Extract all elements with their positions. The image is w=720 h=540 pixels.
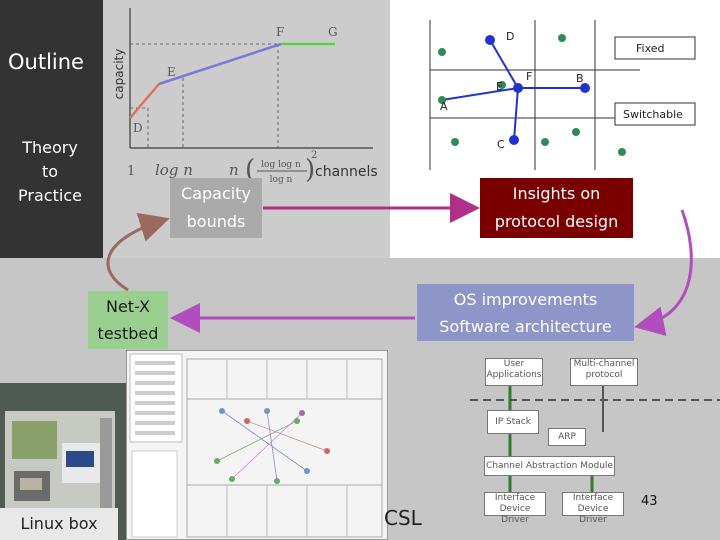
node-label-c: C <box>497 138 505 151</box>
legend-fixed-label: Fixed <box>636 42 665 55</box>
plot-formula-denominator: log n <box>270 175 293 185</box>
legend-switchable-label: Switchable <box>623 108 683 121</box>
csl-label: CSL <box>384 506 422 530</box>
node-label-e: E <box>496 80 503 93</box>
plot-point-g: G <box>328 25 338 39</box>
outline-subtitle: Theory to Practice <box>18 138 82 205</box>
fixed-node <box>558 34 566 42</box>
fixed-node <box>541 138 549 146</box>
outline-title: Outline <box>8 50 84 74</box>
plot-formula-exponent: 2 <box>311 150 317 161</box>
plot-tick-n: n <box>229 161 239 179</box>
plot-point-e: E <box>167 65 176 79</box>
fixed-node <box>572 128 580 136</box>
node-d <box>485 35 495 45</box>
fixed-node <box>438 48 446 56</box>
arch-user-applications: User Applications <box>485 358 543 386</box>
arch-arp: ARP <box>548 428 586 446</box>
plot-point-d: D <box>133 121 143 135</box>
plot-tick-one: 1 <box>127 164 135 179</box>
node-label-b: B <box>576 72 584 85</box>
node-f <box>513 83 523 93</box>
arrow-insights-to-os <box>634 209 693 336</box>
capacity-bounds-box: Capacity bounds <box>170 178 262 238</box>
node-label-f: F <box>526 70 532 83</box>
plot-formula-numerator: log log n <box>261 160 301 170</box>
plot-formula-rparen: ) <box>305 155 315 185</box>
arch-interface-driver-1: Interface Device Driver <box>484 492 546 525</box>
network-diagram: Fixed Switchable D E F B A C <box>429 20 696 170</box>
node-label-a: A <box>440 100 448 113</box>
os-improvements-box: OS improvements Software architecture <box>417 284 634 341</box>
node-a <box>438 96 446 104</box>
arrow-netx-to-capacity <box>106 212 170 292</box>
linux-box-label: Linux box <box>0 508 118 540</box>
curve-segment-blue <box>158 42 282 86</box>
legend-switchable-box <box>614 102 696 126</box>
plot-y-label: capacity <box>112 49 126 100</box>
plot-tick-logn: log n <box>155 161 193 179</box>
arch-multichannel-protocol: Multi-channel protocol <box>570 358 638 386</box>
link-d-f <box>489 39 519 89</box>
testbed-screenshot <box>126 350 388 540</box>
node-b <box>580 83 590 93</box>
node-c <box>509 135 519 145</box>
arch-ip-stack: IP Stack <box>487 410 539 434</box>
arch-channel-abstraction-module: Channel Abstraction Module <box>484 456 615 476</box>
legend-fixed-box <box>614 36 696 60</box>
architecture-diagram <box>470 385 720 492</box>
arch-interface-driver-2: Interface Device Driver <box>562 492 624 525</box>
node-label-d: D <box>506 30 514 43</box>
plot-x-label: channels <box>315 164 378 180</box>
fixed-node <box>618 148 626 156</box>
insights-box: Insights on protocol design <box>480 178 633 238</box>
netx-testbed-box: Net-X testbed <box>88 291 168 349</box>
fixed-node <box>451 138 459 146</box>
link-f-c <box>513 87 519 141</box>
outline-panel <box>0 0 103 258</box>
curve-segment-red <box>129 83 160 119</box>
plot-formula-lparen: ( <box>245 155 255 185</box>
node-e <box>498 81 506 89</box>
capacity-plot: capacity D E F G 1 log n n ( log log n l… <box>112 8 378 185</box>
link-a-f <box>441 87 519 101</box>
plot-point-f: F <box>276 25 284 39</box>
slide-number: 43 <box>641 494 658 509</box>
